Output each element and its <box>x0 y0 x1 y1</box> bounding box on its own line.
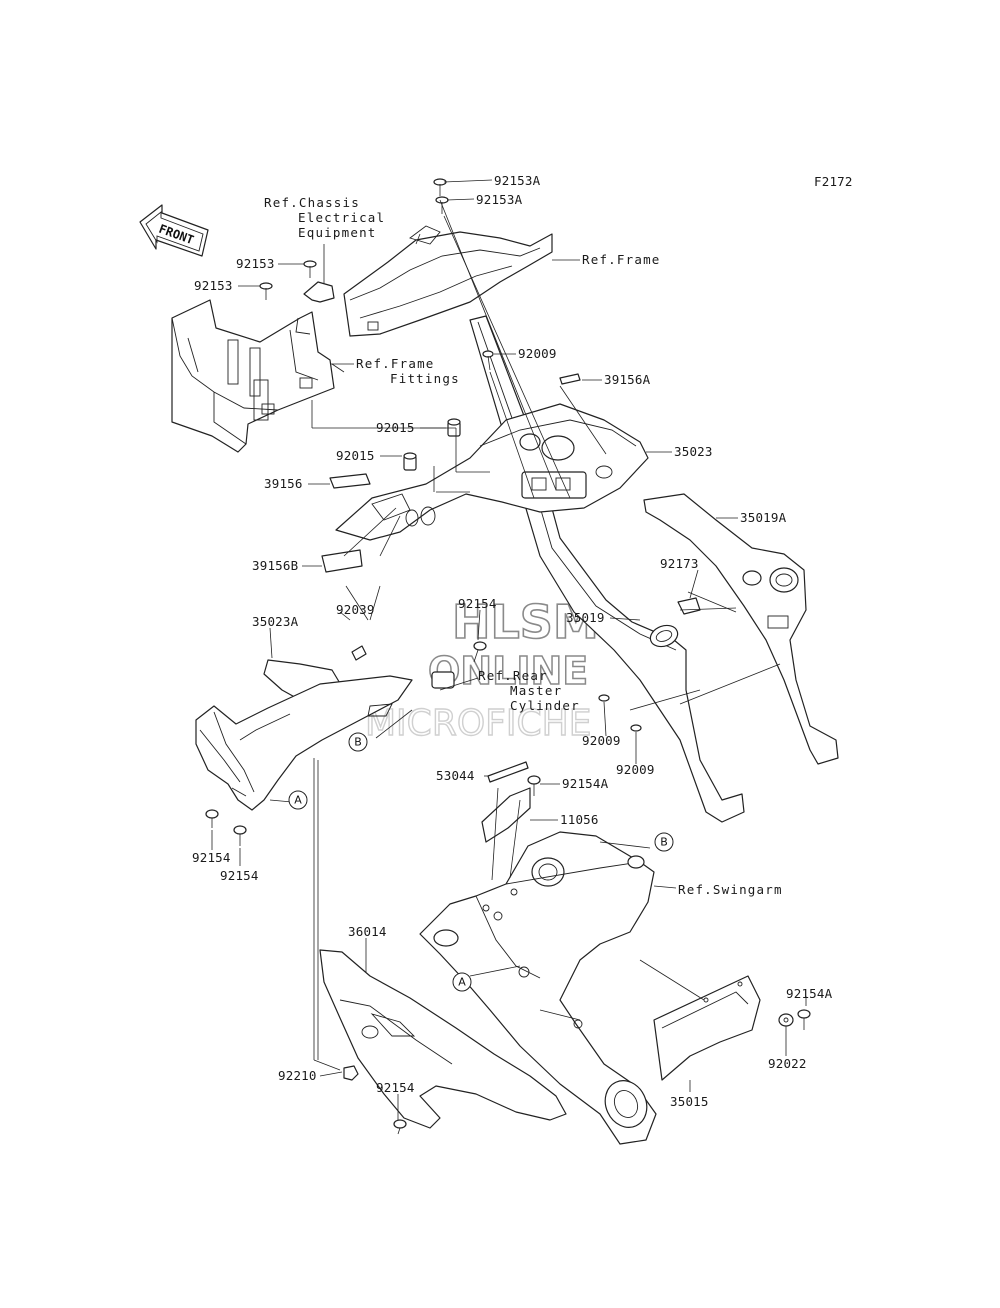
label-92210: 92210 <box>278 1068 317 1083</box>
label-35023A: 35023A <box>252 614 299 629</box>
label-92015-a: 92015 <box>376 420 415 435</box>
bracket-11056 <box>481 787 531 843</box>
label-39156A <box>559 373 581 385</box>
bolt-92154-c-icon <box>233 825 247 846</box>
label-92009-b: 92009 <box>582 733 621 748</box>
svg-text:A: A <box>458 976 466 989</box>
label-92154A-b: 92154A <box>786 986 833 1001</box>
label-36014: 36014 <box>348 924 387 939</box>
label-92039: 92039 <box>336 602 375 617</box>
reference-labels: Ref.Chassis Electrical Equipment Ref.Fra… <box>264 195 783 897</box>
nut-92210-icon <box>343 1065 359 1081</box>
collar-92015-b <box>403 452 417 471</box>
label-39156: 39156 <box>264 476 303 491</box>
collar-92015-a <box>447 418 461 437</box>
bolt-92009-c-icon <box>630 724 642 732</box>
label-35019A: 35019A <box>740 510 787 525</box>
ref-chassis-line1: Ref.Chassis <box>264 195 360 210</box>
chain-cover-36014 <box>319 949 567 1129</box>
ref-chassis-line3: Equipment <box>298 225 377 240</box>
label-92154-d: 92154 <box>376 1080 415 1095</box>
bolt-92154-d-icon <box>393 1119 407 1135</box>
label-35019: 35019 <box>566 610 605 625</box>
rod-53044-icon <box>487 761 529 783</box>
bolt-92154A-a-icon <box>527 775 541 796</box>
heel-guard <box>195 675 413 811</box>
label-35023: 35023 <box>674 444 713 459</box>
label-92154-c: 92154 <box>220 868 259 883</box>
label-92154-a: 92154 <box>458 596 497 611</box>
swingarm <box>419 831 657 1145</box>
label-92173: 92173 <box>660 556 699 571</box>
mud-flap-35015 <box>653 975 761 1081</box>
leader-lines <box>211 179 807 1120</box>
bolt-92153-b-icon <box>259 282 273 300</box>
bolt-92154-a-icon <box>473 641 487 663</box>
label-92154A-a: 92154A <box>562 776 609 791</box>
bolt-92153-a-icon <box>303 260 317 278</box>
ref-frame-fittings-line1: Ref.Frame <box>356 356 435 371</box>
frame-fittings-tray <box>171 299 335 453</box>
label-11056: 11056 <box>560 812 599 827</box>
bolt-92009-b-icon <box>598 694 610 702</box>
label-39156A: 39156A <box>604 372 651 387</box>
label-92153-a: 92153 <box>236 256 275 271</box>
callout-a-lower: A <box>452 972 472 992</box>
ref-frame-fittings-line2: Fittings <box>390 371 460 386</box>
rear-rail-35019A <box>643 493 839 765</box>
label-92022: 92022 <box>768 1056 807 1071</box>
front-arrow-icon: FRONT <box>139 204 209 257</box>
svg-text:B: B <box>660 836 668 849</box>
ref-rear-master-line1: Ref.Rear <box>478 668 548 683</box>
ref-rear-master-line2: Master <box>510 683 562 698</box>
ref-frame: Ref.Frame <box>582 252 661 267</box>
label-92009-a: 92009 <box>518 346 557 361</box>
part-number-labels: 92153A 92153A 92153 92153 92009 39156A 9… <box>192 173 833 1109</box>
ref-chassis-line2: Electrical <box>298 210 385 225</box>
callout-b-upper: B <box>348 732 368 752</box>
figure-code: F2172 <box>814 174 853 189</box>
svg-text:A: A <box>294 794 302 807</box>
label-39156 <box>329 473 371 489</box>
label-53044: 53044 <box>436 768 475 783</box>
master-cylinder-part <box>431 671 455 689</box>
label-35015: 35015 <box>670 1094 709 1109</box>
bolt-92153A-top-icon <box>433 178 447 196</box>
watermark-line3: MICROFICHE <box>365 703 591 744</box>
label-39156B <box>321 549 363 573</box>
label-92015-b: 92015 <box>336 448 375 463</box>
bolt-92154A-b-icon <box>797 1009 811 1030</box>
label-92153A-2: 92153A <box>476 192 523 207</box>
svg-text:B: B <box>354 736 362 749</box>
callout-b-lower: B <box>654 832 674 852</box>
clip-92039-icon <box>351 645 367 661</box>
label-92154-b: 92154 <box>192 850 231 865</box>
washer-92022-icon <box>778 1013 794 1027</box>
label-92153A-top: 92153A <box>494 173 541 188</box>
rear-frame <box>343 225 553 337</box>
chassis-bracket <box>303 244 335 303</box>
label-39156B: 39156B <box>252 558 298 573</box>
bolt-92009-a-icon <box>482 350 494 371</box>
ref-swingarm: Ref.Swingarm <box>678 882 783 897</box>
grommet-92173-icon <box>677 597 701 615</box>
ref-rear-master-line3: Cylinder <box>510 698 580 713</box>
callout-a-upper: A <box>288 790 308 810</box>
label-92153-b: 92153 <box>194 278 233 293</box>
bolt-92154-b-icon <box>205 809 219 828</box>
label-92009-c: 92009 <box>616 762 655 777</box>
